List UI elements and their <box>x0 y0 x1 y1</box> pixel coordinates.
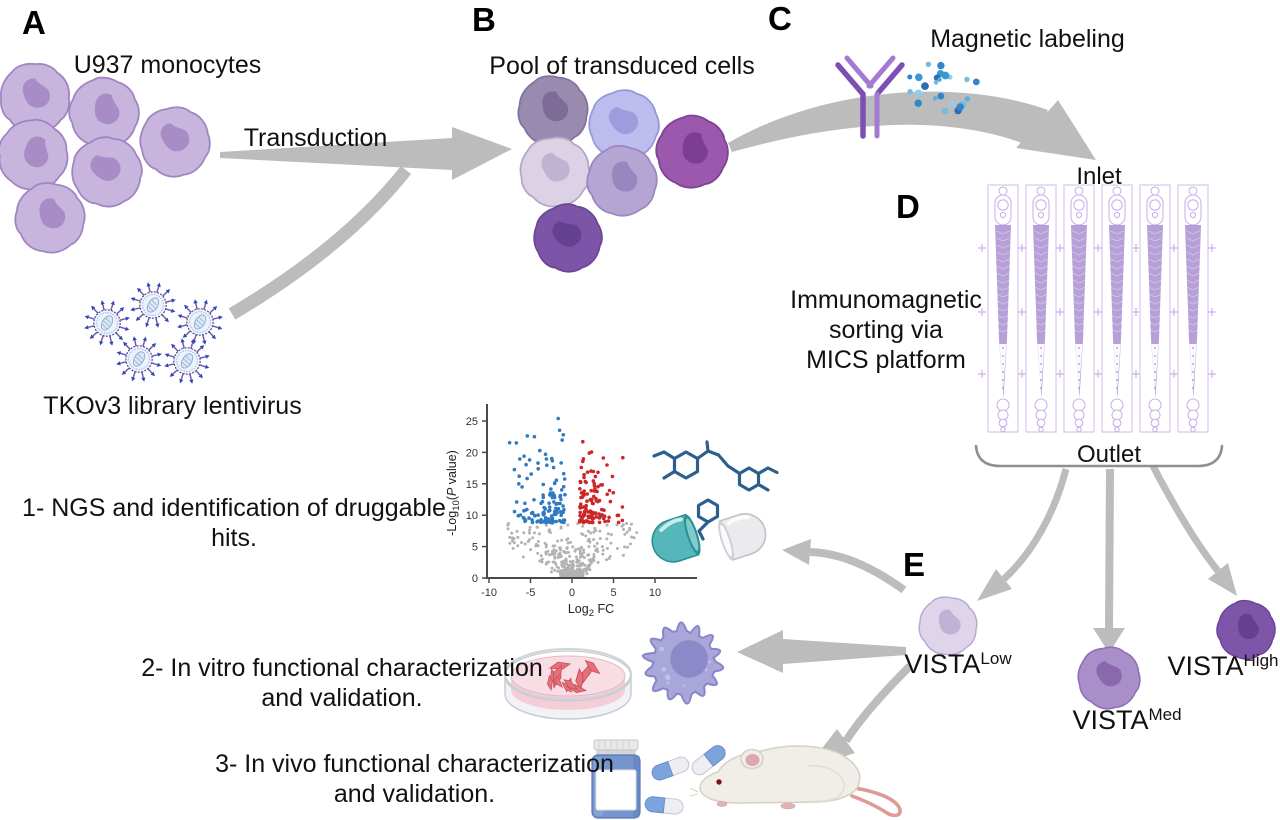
lentivirus-icon <box>84 300 130 346</box>
pool-label: Pool of transduced cells <box>489 52 755 80</box>
vista-med-label: VISTAMed <box>1072 705 1182 735</box>
step3-line-1: 3- In vivo functional characterization <box>215 750 614 778</box>
u937-label: U937 monocytes <box>73 51 262 79</box>
step1-line-1: 1- NGS and identification of druggable <box>22 494 446 522</box>
panel-label-c: C <box>768 0 792 37</box>
monocyte-cell <box>9 177 91 259</box>
vista-to-mouse-arrow <box>842 663 913 744</box>
panel-label-d: D <box>896 188 920 225</box>
svg-text:10: 10 <box>466 510 478 522</box>
panel-label-e: E <box>903 546 926 583</box>
svg-text:5: 5 <box>610 587 616 599</box>
antibody-icon <box>835 55 905 139</box>
vista-high-label: VISTAHigh <box>1167 651 1279 681</box>
svg-text:0: 0 <box>472 573 478 585</box>
lentivirus-merge-arrow <box>228 165 412 320</box>
vista-low-label: VISTALow <box>904 649 1012 679</box>
lentivirus-icon <box>116 336 162 382</box>
outlet-arrow-low <box>1001 468 1070 582</box>
step2-line-2: and validation. <box>261 684 423 712</box>
macrophage-icon <box>641 621 725 705</box>
transduction-label: Transduction <box>243 124 388 152</box>
outlet-bracket <box>974 444 1224 468</box>
vista-to-macrophage-arrow <box>737 630 906 673</box>
mics-line-2: sorting via <box>829 316 943 344</box>
svg-text:5: 5 <box>472 542 478 554</box>
capsule-open-icon <box>651 513 767 563</box>
svg-text:10: 10 <box>649 587 661 599</box>
magnetic-labeling-label: Magnetic labeling <box>930 25 1125 53</box>
mics-line-1: Immunomagnetic <box>790 286 982 314</box>
labeling-arrow-head <box>1016 100 1096 160</box>
inlet-label: Inlet <box>1076 163 1122 190</box>
outlet-arrow-high-head <box>1208 563 1237 596</box>
step2-label: 2- In vitro functional characterization … <box>112 653 572 713</box>
transduction-arrow <box>220 127 512 180</box>
svg-text:-Log10(P value): -Log10(P value) <box>445 450 462 536</box>
step2-line-1: 2- In vitro functional characterization <box>141 654 543 682</box>
svg-text:25: 25 <box>466 416 478 428</box>
step3-label: 3- In vivo functional characterization a… <box>182 749 647 809</box>
step3-line-2: and validation. <box>333 780 496 808</box>
svg-text:-5: -5 <box>526 587 536 599</box>
svg-text:Log2 FC: Log2 FC <box>568 602 614 619</box>
svg-text:0: 0 <box>569 587 575 599</box>
vista-to-capsule-arrow-head <box>782 539 811 565</box>
mics-line-3: MICS platform <box>806 346 966 374</box>
petri-dish-icon <box>504 648 632 720</box>
outlet-arrow-low-head <box>977 569 1012 601</box>
mouse-icon <box>689 745 902 818</box>
svg-text:15: 15 <box>466 479 478 491</box>
vista-to-capsule-arrow <box>809 548 907 594</box>
panel-label-a: A <box>22 4 46 41</box>
outlet-arrow-high <box>1149 464 1221 574</box>
svg-text:-10: -10 <box>481 587 497 599</box>
lentivirus-icon <box>130 282 176 328</box>
pill-bottle-icon <box>591 739 641 819</box>
molecule-icon <box>652 440 779 541</box>
outlet-arrow-med <box>1105 468 1114 629</box>
panel-label-b: B <box>472 1 496 38</box>
lentivirus-icon <box>164 338 210 384</box>
step1-line-2: hits. <box>211 524 257 552</box>
step1-label: 1- NGS and identification of druggable h… <box>8 493 460 553</box>
labeling-arrow <box>728 91 1048 152</box>
magnetic-beads-icon <box>907 61 980 115</box>
lentivirus-icon <box>177 299 223 345</box>
outlet-label: Outlet <box>1076 441 1142 468</box>
mics-platform-label: Immunomagnetic sorting via MICS platform <box>785 285 987 375</box>
tkov3-label: TKOv3 library lentivirus <box>43 392 302 420</box>
outlet-arrow-med-head <box>1093 628 1125 653</box>
capsule-pills-icon <box>644 745 726 815</box>
mics-device <box>978 184 1216 433</box>
svg-text:20: 20 <box>466 447 478 459</box>
